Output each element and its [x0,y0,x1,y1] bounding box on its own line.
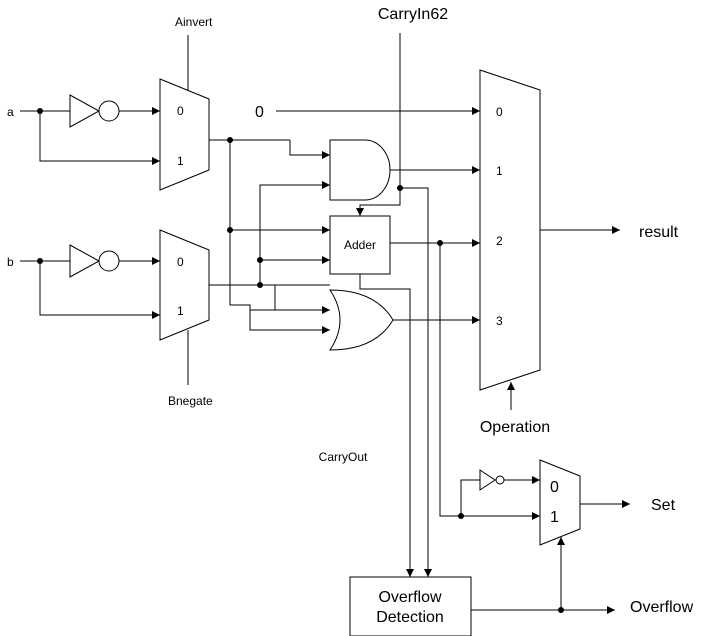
result-label: result [639,224,679,241]
input-b-wiring [20,257,160,319]
bnegate-label: Bnegate [168,394,213,408]
mux-b-output-wiring [209,181,330,314]
or-gate [329,289,394,351]
inverter-b [69,244,120,278]
set-inverter [458,469,540,519]
result-mux-input-0-label: 0 [496,105,503,119]
set-mux: 0 1 [539,459,581,546]
adder-to-overflow-wire [359,274,414,577]
mux-b-input-0-label: 0 [177,255,184,269]
result-mux-input-2-label: 2 [496,234,503,248]
inverter-a [69,94,120,128]
and-gate [329,139,391,201]
input-a-wiring [20,107,160,165]
mux-a-input-1-label: 1 [177,154,184,168]
adder-label: Adder [344,238,376,252]
input-a-label: a [7,105,14,119]
sum-to-set-wire [439,243,540,520]
adder-block [329,215,391,275]
result-mux: 0 1 2 3 [479,69,541,391]
overflow-detection-block [349,576,472,636]
zero-constant-label: 0 [255,104,264,121]
carry-out-wire [400,187,432,577]
carry-out-label: CarryOut [319,450,368,464]
input-b-label: b [7,255,14,269]
overflow-detection-label-line2: Detection [376,609,444,626]
set-mux-input-1-label: 1 [550,509,559,526]
overflow-label: Overflow [630,599,694,616]
set-mux-input-0-label: 0 [550,479,559,496]
overflow-detection-label-line1: Overflow [378,589,442,606]
mux-b-input-1-label: 1 [177,304,184,318]
mux-b: 0 1 [159,229,210,385]
result-mux-input-1-label: 1 [496,164,503,178]
mux-a-output-wiring [209,137,330,334]
ainvert-label: Ainvert [175,15,213,29]
mux-a-input-0-label: 0 [177,104,184,118]
operation-label: Operation [480,419,550,436]
mux-a: 0 1 [159,35,210,191]
set-label: Set [651,497,676,514]
result-mux-input-3-label: 3 [496,314,503,328]
carry-in-wire [356,33,401,216]
carry-in-label: CarryIn62 [378,6,448,23]
